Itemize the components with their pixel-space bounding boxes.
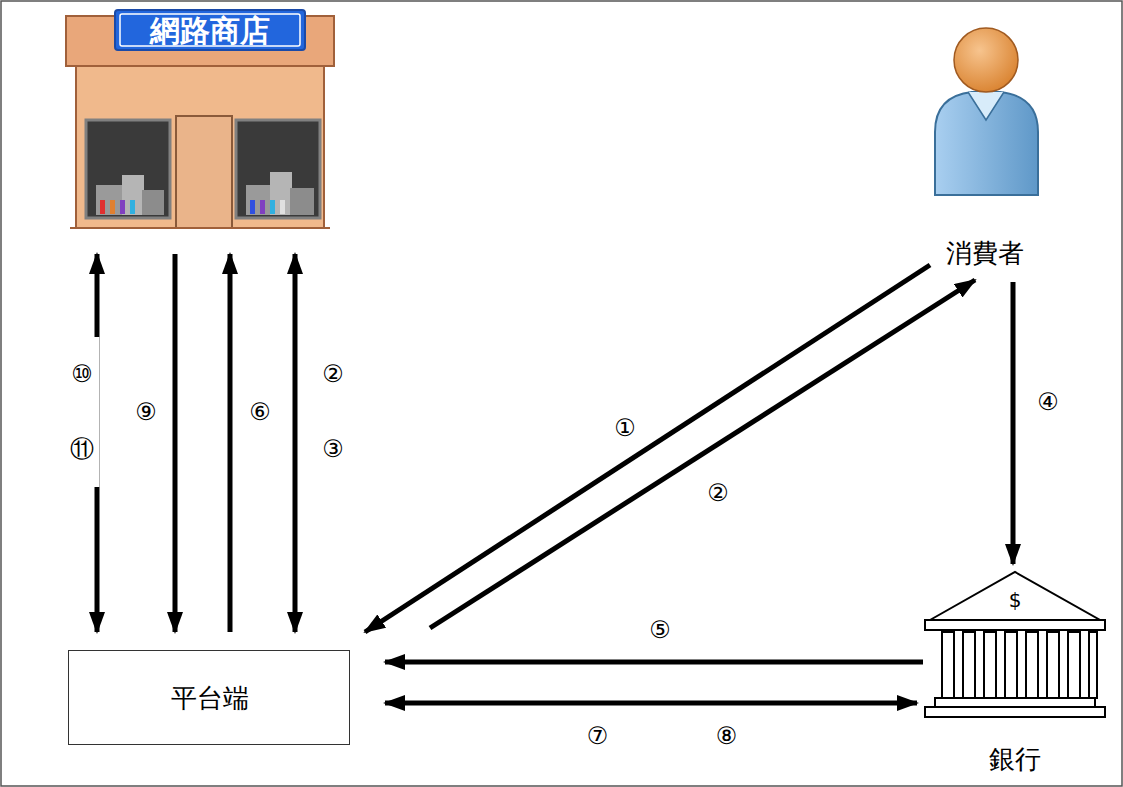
- consumer-node: 消費者: [900, 8, 1070, 270]
- step-number: ②: [705, 479, 731, 508]
- flow-arrow: [430, 280, 975, 628]
- shop-icon: [66, 10, 334, 228]
- flow-arrow: [173, 254, 178, 632]
- bank-symbol: $: [1009, 588, 1022, 612]
- flow-arrow: [1011, 282, 1016, 564]
- step-number: ⑦ ⑧: [585, 722, 740, 751]
- actor-label: 銀行: [915, 742, 1115, 776]
- box-label: 平台端: [69, 651, 351, 746]
- step-number: ④: [1035, 388, 1061, 417]
- shop-sign-text: 網路商店: [115, 10, 305, 50]
- bank-icon: [925, 572, 1105, 717]
- step-number: ② ③: [315, 337, 350, 487]
- step-number: ⑤: [647, 616, 673, 645]
- step-number: ①: [612, 414, 638, 443]
- flow-arrow: [385, 660, 923, 665]
- consumer-icon: [935, 28, 1038, 195]
- step-number: ⑨: [133, 398, 159, 427]
- platform-box: 平台端: [68, 650, 350, 745]
- flow-arrow: [228, 254, 233, 632]
- actor-label: 消費者: [900, 236, 1070, 270]
- flow-arrow: [385, 701, 917, 706]
- flow-arrow: [365, 265, 930, 632]
- step-number: ⑥: [247, 398, 273, 427]
- step-number: ⑩ ⑪: [64, 337, 99, 487]
- shop-node: 網路商店: [62, 8, 338, 232]
- flow-arrow: [293, 254, 298, 632]
